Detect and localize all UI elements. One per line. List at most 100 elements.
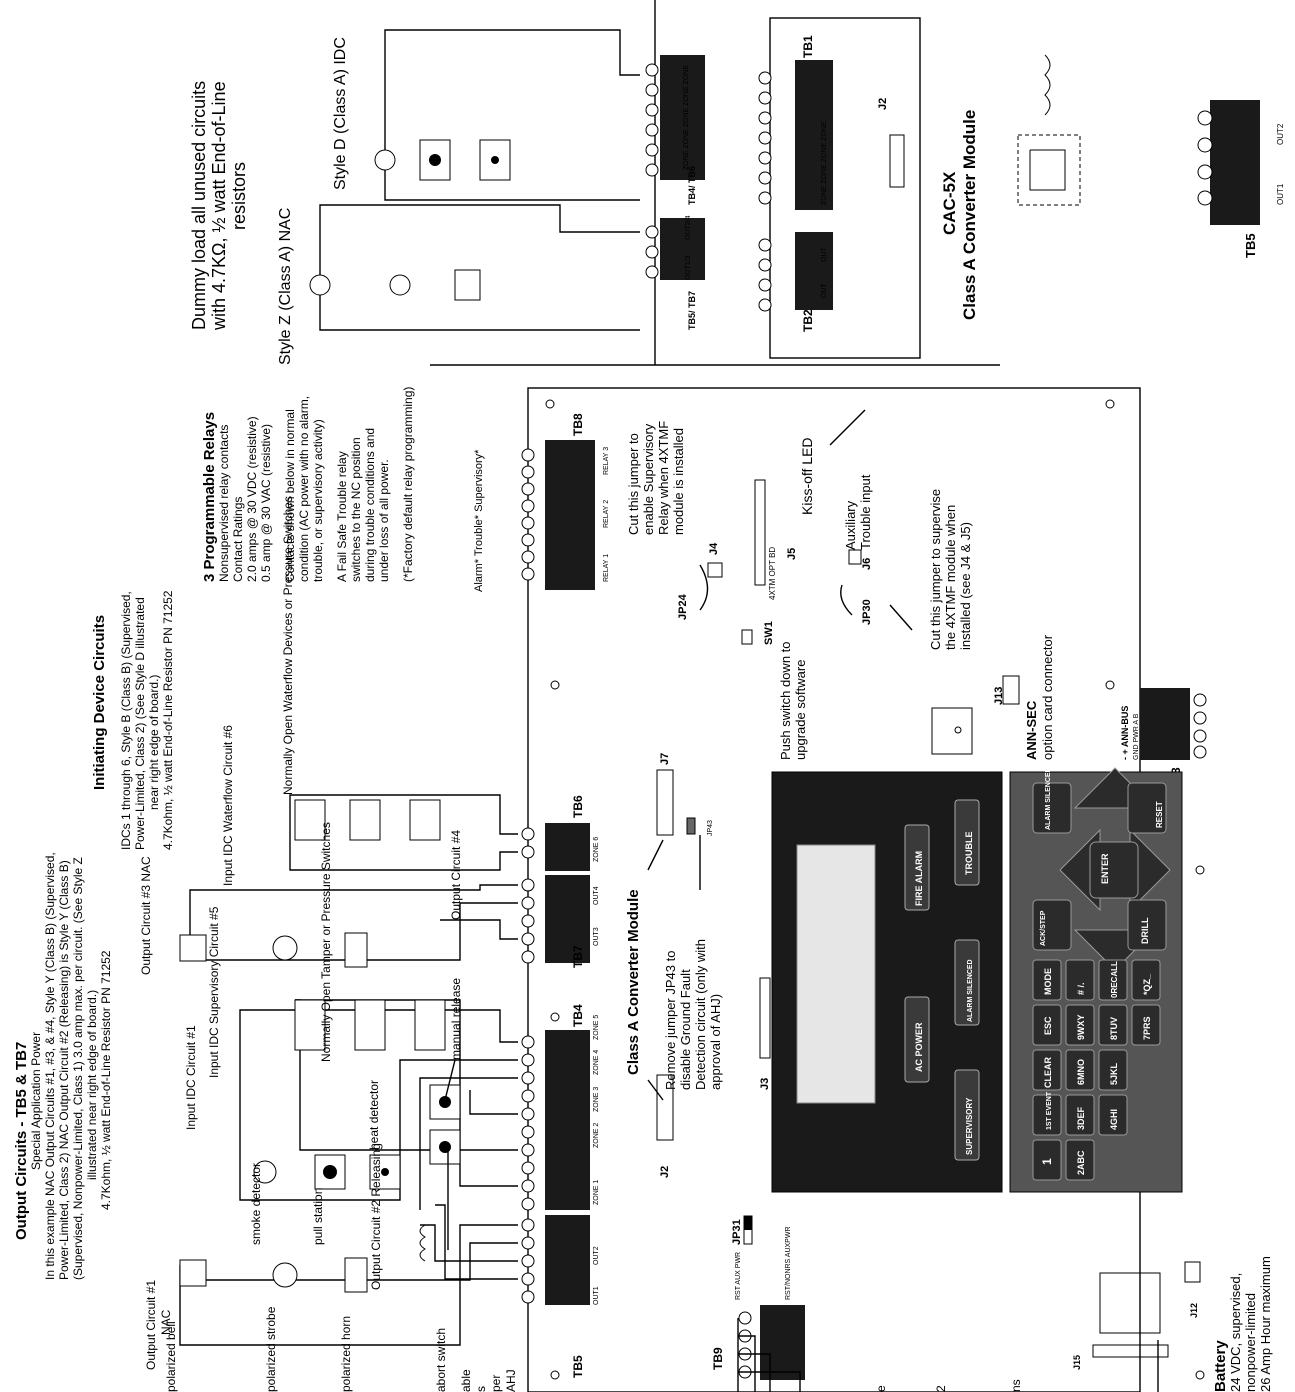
key-1st-event[interactable] bbox=[1032, 1094, 1062, 1136]
tamper-label: Normally Open Tamper or Pressure Switche… bbox=[319, 822, 333, 1062]
cac-out2-label: OUT2 bbox=[1276, 123, 1285, 145]
sw1-switch[interactable] bbox=[741, 629, 753, 645]
key-clear[interactable] bbox=[1032, 1049, 1062, 1091]
relays-line-11: under loss of all power. bbox=[377, 459, 391, 582]
idc-line-2: Power-Limited, Class 2) (See Style D ill… bbox=[133, 597, 147, 850]
key-5[interactable] bbox=[1098, 1049, 1128, 1091]
tb5-out2: OUT2 bbox=[593, 1246, 600, 1265]
oc1-nac-label: NAC bbox=[159, 1309, 173, 1335]
key-hash[interactable] bbox=[1065, 959, 1095, 1001]
fire-alarm-indicator bbox=[904, 824, 930, 911]
cac-dummy-3: resistors bbox=[229, 162, 249, 230]
key-1[interactable] bbox=[1032, 1139, 1062, 1181]
cac-tb5-block bbox=[1210, 100, 1260, 225]
manual-label: manual release bbox=[449, 978, 463, 1060]
key-star[interactable] bbox=[1131, 959, 1161, 1001]
cac-tb2-label: TB2 bbox=[801, 309, 815, 332]
idc5-label: Input IDC Supervisory Circuit #5 bbox=[207, 906, 221, 1078]
relays-title: 3 Programmable Relays bbox=[201, 412, 218, 582]
idc-title: Initiating Device Circuits bbox=[91, 615, 108, 790]
cac-dummy-2: with 4.7KΩ, ½ watt End-of-Line bbox=[209, 81, 229, 331]
j13-label: J13 bbox=[993, 687, 1005, 705]
bell-label: polarized bell bbox=[164, 1321, 178, 1392]
aux-trouble-1: Auxiliary bbox=[843, 500, 858, 550]
trouble-indicator bbox=[954, 799, 980, 886]
zone-3: ZONE 3 bbox=[593, 1087, 600, 1112]
tb3-block bbox=[1140, 688, 1190, 760]
supervisory-indicator bbox=[954, 1069, 980, 1161]
j4-connector bbox=[707, 562, 723, 578]
reset-button[interactable] bbox=[1127, 782, 1167, 834]
cac-out24: OUT2/4 bbox=[685, 215, 692, 240]
j15-label: J15 bbox=[1072, 1355, 1082, 1370]
jp24-wire bbox=[699, 564, 709, 611]
key-1-text: 1 bbox=[1040, 1158, 1054, 1165]
rstn-label: RST/NONRS AUXPWR bbox=[785, 1226, 792, 1300]
zone-6: ZONE 6 bbox=[593, 837, 600, 862]
cac-j2-label: J2 bbox=[877, 98, 889, 110]
ann-bus-label: - + ANN-BUS bbox=[1120, 706, 1130, 760]
relay-2-label: RELAY 2 bbox=[603, 500, 610, 528]
zone-2: ZONE 2 bbox=[593, 1123, 600, 1148]
lcd-screen bbox=[796, 844, 876, 1104]
cac-smoke-icon bbox=[374, 149, 396, 171]
oc3-bell-icon bbox=[179, 934, 207, 962]
key-8[interactable] bbox=[1098, 1004, 1128, 1046]
tb9-label: TB9 bbox=[711, 1347, 725, 1370]
key-6[interactable] bbox=[1065, 1049, 1095, 1091]
cac-strobe-icon bbox=[389, 274, 411, 296]
sw1-label: SW1 bbox=[763, 621, 775, 645]
cac-tb1-zones: ZONE ZONE ZONE ZONE ZONE bbox=[683, 65, 690, 170]
pull-label: pull station bbox=[311, 1188, 325, 1245]
cac-out-b: OUT bbox=[821, 247, 828, 263]
relays-line-6: condition (AC power with no alarm, bbox=[297, 396, 311, 582]
jp30-wire bbox=[840, 584, 853, 616]
supervisory-text: SUPERVISORY bbox=[965, 1097, 974, 1155]
key-2[interactable] bbox=[1065, 1139, 1095, 1181]
idc1-label: Input IDC Circuit #1 bbox=[184, 1025, 198, 1130]
key-esc-text: ESC bbox=[1043, 1016, 1053, 1035]
relays-line-5: Contacts shown below in normal bbox=[283, 409, 297, 582]
releasing-solenoid-icon bbox=[419, 1224, 426, 1262]
key-0-text: 0RECALL bbox=[1110, 961, 1119, 998]
oc2-label: Output Circuit #2 Releasing bbox=[369, 1143, 383, 1290]
tb5-label: TB5 bbox=[571, 1355, 585, 1378]
battery-line-3: 26 Amp Hour maximum bbox=[1258, 1256, 1273, 1392]
cac-module: J2 TB1 TB2 ZONE ZONE ZONE ZONE OUT OUT T… bbox=[309, 0, 1285, 366]
jp31-label: JP31 bbox=[731, 1219, 743, 1245]
key-0[interactable] bbox=[1098, 959, 1128, 1001]
ack-step-button[interactable] bbox=[1032, 899, 1072, 951]
cut-jp30-1: Cut this jumper to supervise bbox=[928, 489, 943, 650]
frag-s: s bbox=[474, 1386, 488, 1392]
key-4[interactable] bbox=[1098, 1094, 1128, 1136]
j6-connector bbox=[848, 549, 862, 565]
key-6-text: 6MNO bbox=[1076, 1059, 1086, 1085]
relays-line-9: switches to the NC position bbox=[349, 437, 363, 582]
enter-button[interactable] bbox=[1089, 841, 1139, 899]
trouble-text: TROUBLE bbox=[964, 832, 974, 876]
alarm-silenced-key-text: ALARM SILENCED bbox=[1045, 767, 1052, 830]
alarm-silenced-button[interactable] bbox=[1032, 782, 1072, 834]
output-line-3: (Supervised, Nonpower-Limited, Class 1) … bbox=[71, 857, 85, 1280]
cac-tb57-block bbox=[660, 218, 705, 280]
drill-button[interactable] bbox=[1127, 899, 1167, 951]
remove-jp43-1: Remove jumper JP43 to bbox=[663, 951, 678, 1090]
key-9[interactable] bbox=[1065, 1004, 1095, 1046]
zone-4: ZONE 4 bbox=[593, 1050, 600, 1075]
cut-jp24-1: Cut this jumper to bbox=[626, 433, 641, 535]
key-3[interactable] bbox=[1065, 1094, 1095, 1136]
key-7[interactable] bbox=[1131, 1004, 1161, 1046]
tb7-block bbox=[545, 875, 590, 963]
tb6-block bbox=[545, 823, 590, 871]
key-esc[interactable] bbox=[1032, 1004, 1062, 1046]
battery-box bbox=[1099, 1272, 1161, 1334]
zone-1: ZONE 1 bbox=[593, 1180, 600, 1205]
tb5-block bbox=[545, 1215, 590, 1305]
alarm-silenced-indicator bbox=[954, 939, 980, 1026]
key-mode[interactable] bbox=[1032, 959, 1062, 1001]
cac-bell-icon bbox=[309, 274, 331, 296]
cac-zone-row: ZONE ZONE ZONE ZONE bbox=[821, 121, 828, 205]
key-hash-text: # /. bbox=[1076, 982, 1086, 995]
relay-3-label: RELAY 3 bbox=[603, 447, 610, 475]
j3-label: J3 bbox=[759, 1078, 771, 1090]
